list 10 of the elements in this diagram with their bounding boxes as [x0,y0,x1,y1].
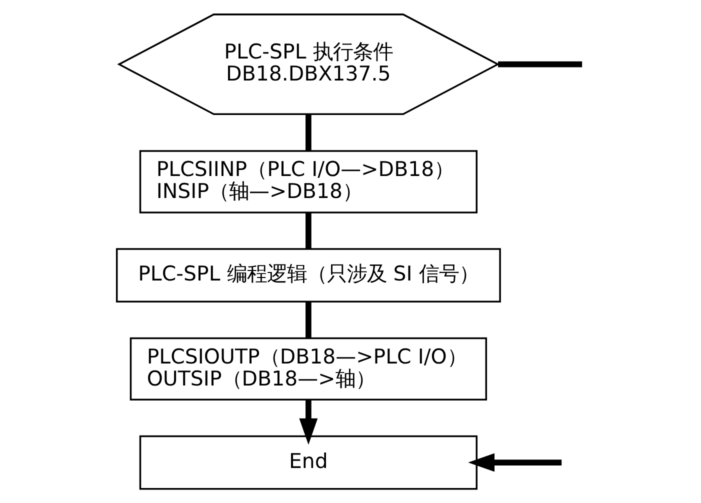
node-box: PLC-SPL 编程逻辑（只涉及 SI 信号） [116,248,501,303]
connector [306,114,312,151]
node-box: End [139,435,478,490]
connector [498,61,582,68]
arrow [299,400,318,445]
node-box: PLCSIOUTP（DB18—>PLC I/O） OUTSIP（DB18—>轴） [130,337,488,401]
arrow [468,453,562,472]
node-box: PLCSIINP（PLC I/O—>DB18） INSIP（轴—>DB18） [139,150,478,214]
connector [306,302,312,338]
connector [306,212,312,249]
